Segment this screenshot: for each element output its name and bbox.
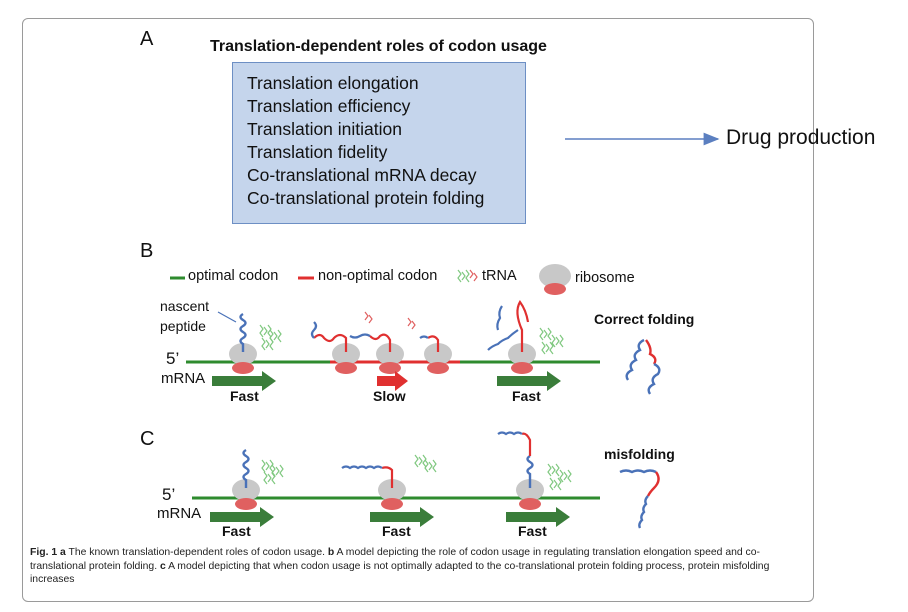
- speed-label: Fast: [382, 523, 411, 539]
- caption-b-text: A model depicting the role of codon usag…: [30, 547, 760, 572]
- caption-c-letter: c: [159, 560, 166, 572]
- speed-label: Fast: [518, 523, 547, 539]
- figure-caption: Fig. 1 a The known translation-dependent…: [30, 546, 800, 587]
- drug-production-label: Drug production: [726, 126, 876, 149]
- five-prime-label-c: 5’: [162, 485, 176, 504]
- trna-cluster: [539, 327, 564, 355]
- panel-a-title: Translation-dependent roles of codon usa…: [210, 38, 547, 55]
- caption-a-letter: a: [60, 547, 66, 558]
- role-item: Co-translational protein folding: [247, 188, 485, 208]
- legend-ribosome-icon: [539, 264, 571, 295]
- misfolding-label: misfolding: [604, 446, 675, 462]
- trna-cluster: [259, 324, 282, 351]
- legend-non-optimal-label: non-optimal codon: [318, 268, 438, 284]
- misfolded-protein: [619, 469, 660, 529]
- trna-red-cluster: [364, 311, 416, 330]
- ribosome-b4: [419, 335, 452, 374]
- legend-ribosome-label: ribosome: [575, 270, 635, 286]
- role-item: Translation fidelity: [247, 142, 388, 162]
- caption-fig: Fig. 1: [30, 547, 58, 558]
- folded-protein: [625, 338, 661, 395]
- ribosome-b1: [229, 312, 257, 374]
- ribosome-c2: [341, 465, 406, 510]
- speed-label: Fast: [512, 388, 541, 404]
- trna-cluster: [261, 459, 284, 485]
- panel-c-letter: C: [140, 428, 155, 450]
- panel-b-letter: B: [140, 240, 154, 262]
- correct-folding-label: Correct folding: [594, 311, 695, 327]
- caption-c-text: A model depicting that when codon usage …: [30, 560, 770, 586]
- mrna-label-c: mRNA: [157, 505, 202, 522]
- legend-trna-icon: [457, 269, 478, 283]
- speed-label: Slow: [373, 388, 406, 404]
- nascent-peptide-label: nascent peptide: [160, 298, 210, 334]
- fast-arrow: [506, 507, 570, 527]
- roles-box: Translation elongation Translation effic…: [232, 62, 526, 224]
- fast-arrow: [370, 507, 434, 527]
- legend-optimal-label: optimal codon: [188, 268, 279, 284]
- fast-arrow: [210, 507, 274, 527]
- panel-a-letter: A: [140, 28, 154, 50]
- ribosome-b3: [349, 333, 404, 374]
- ribosome-b2: [310, 321, 360, 374]
- role-item: Translation efficiency: [247, 96, 411, 116]
- ribosome-c3: [497, 431, 544, 510]
- ribosome-b5: [487, 300, 536, 374]
- nascent-pointer: [217, 311, 237, 323]
- role-item: Co-translational mRNA decay: [247, 165, 477, 185]
- mrna-label-b: mRNA: [161, 370, 206, 387]
- ribosome-c1: [232, 448, 260, 510]
- caption-b-letter: b: [327, 547, 335, 558]
- caption-a-text: The known translation-dependent roles of…: [65, 547, 328, 558]
- five-prime-label-b: 5’: [166, 349, 180, 368]
- fast-arrow: [212, 371, 276, 391]
- role-item: Translation initiation: [247, 119, 402, 139]
- fast-arrow: [497, 371, 561, 391]
- speed-label: Fast: [230, 388, 259, 404]
- speed-label: Fast: [222, 523, 251, 539]
- role-item: Translation elongation: [247, 73, 419, 93]
- trna-cluster: [414, 454, 437, 473]
- slow-arrow: [377, 371, 408, 391]
- trna-cluster: [547, 463, 572, 491]
- legend-trna-label: tRNA: [482, 268, 517, 284]
